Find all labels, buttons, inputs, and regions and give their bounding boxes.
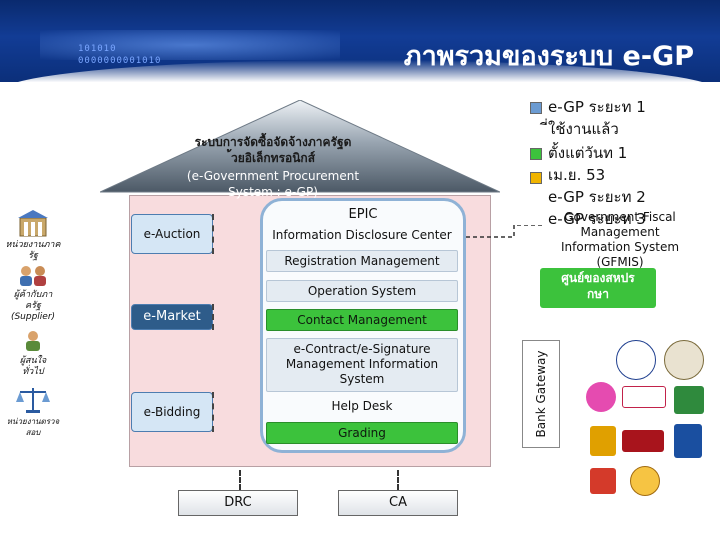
bank-gateway-box[interactable] xyxy=(522,340,560,448)
legend-phase2-swatch xyxy=(530,148,542,160)
page-title: ภาพรวมของระบบ e-GP xyxy=(403,41,694,72)
ibank-logo xyxy=(590,468,616,494)
legend-phase2-label: e-GP ระยะท 2 xyxy=(548,188,646,206)
user-label-public: ผู้สนใจ xyxy=(19,356,47,366)
cimb-logo xyxy=(622,430,664,452)
legend-phase3-label: e-GP ระยะท 3 xyxy=(548,210,646,228)
bank-gateway-label: Bank Gateway xyxy=(534,350,548,438)
epic-contact-management[interactable]: Contact Management xyxy=(266,309,458,331)
krungthai-logo xyxy=(664,340,704,380)
epic-econtract[interactable]: e-Contract/e-Signature Management Inform… xyxy=(266,338,458,392)
drc-connector xyxy=(239,470,241,490)
gfmis-line: (GFMIS) xyxy=(596,255,644,269)
binary-decoration: 101010 xyxy=(78,44,117,54)
smebank-logo xyxy=(674,424,702,458)
legend-phase1-label-4: เม.ย. 53 xyxy=(548,166,606,184)
ca-connector xyxy=(397,470,399,490)
module-connector xyxy=(212,214,222,254)
epic-registration[interactable]: Registration Management System xyxy=(266,250,458,272)
gfmis-ministry-line: กษา xyxy=(587,287,609,301)
user-label-government-2: รัฐ xyxy=(28,251,38,261)
epic-grading[interactable]: Grading xyxy=(266,422,458,444)
legend-phase1-label-2: ี่ใช้งานแล้ว xyxy=(548,120,619,138)
header-glow xyxy=(40,30,340,60)
epic-information-disclosure[interactable]: Information Disclosure Center xyxy=(272,228,452,242)
module-connector xyxy=(212,304,222,330)
legend-phase1-label: e-GP ระยะท 1 xyxy=(548,98,646,116)
e-bidding-module[interactable]: e-Bidding xyxy=(131,392,213,432)
user-label-public-2: ทั่วไป xyxy=(22,367,44,377)
system-name-thai-2: ้วยอิเล็กทรอนิกส์ xyxy=(230,151,316,165)
gfmis-label: Government Fiscal Management Information… xyxy=(536,210,704,270)
gfmis-line: Management xyxy=(580,225,660,239)
exim-logo xyxy=(622,386,666,408)
header-swoosh xyxy=(0,60,720,82)
e-auction-module[interactable]: e-Auction xyxy=(131,214,213,254)
user-label-supplier-2: ครัฐ xyxy=(25,301,41,311)
e-market-module[interactable]: e-Market xyxy=(131,304,213,330)
kbank-logo xyxy=(674,386,704,414)
system-name-english-2: System : e-GP) xyxy=(228,185,318,199)
gfmis-connector xyxy=(466,225,542,238)
gfmis-line: Government Fiscal xyxy=(564,210,676,224)
supplier-icon xyxy=(20,266,46,286)
scales-of-justice-icon xyxy=(16,388,50,413)
gfmis-ministry-label: ศูนย์ของสหปร กษา xyxy=(540,270,656,302)
epic-title: EPIC xyxy=(348,207,378,222)
bank-of-thailand-logo xyxy=(616,340,656,380)
legend-phase1-swatch xyxy=(530,102,542,114)
user-label-supplier: ผู้ค้ากับภา xyxy=(13,290,53,300)
user-label-government: หน่วยงานภาค xyxy=(5,240,61,250)
legend-phase3-swatch xyxy=(530,172,542,184)
module-connector xyxy=(212,392,222,432)
binary-decoration: 0000000001010 xyxy=(78,56,162,66)
epic-operation-system[interactable]: Operation System xyxy=(266,280,458,302)
gfmis-line: Information System xyxy=(560,240,680,254)
epic-help-desk[interactable]: Help Desk xyxy=(331,399,393,413)
header-banner: 101010 0000000001010 ภาพรวมของระบบ e-GP xyxy=(0,0,720,82)
uob-logo xyxy=(630,466,660,496)
ktb-logo xyxy=(590,426,616,456)
gfmis-ministry-bar[interactable] xyxy=(540,268,656,308)
user-label-supplier-3: (Supplier) xyxy=(10,312,56,322)
government-agency-icon xyxy=(18,210,48,237)
gfmis-ministry-line: ศูนย์ของสหปร xyxy=(561,271,635,285)
system-name-thai: ระบบการจัดซื้อจัดจ้างภาครัฐด xyxy=(194,135,352,149)
legend-phase1-label-3: ตั้งแต่วันท 1 xyxy=(548,144,628,162)
system-roof xyxy=(100,100,500,193)
user-label-auditor: หน่วยงานตรวจสอบ xyxy=(6,417,60,437)
gsb-logo xyxy=(586,382,616,412)
system-name-english: (e-Government Procurement xyxy=(186,169,360,183)
drc-box[interactable]: DRC xyxy=(178,490,298,516)
ca-box[interactable]: CA xyxy=(338,490,458,516)
public-user-icon xyxy=(26,331,40,351)
